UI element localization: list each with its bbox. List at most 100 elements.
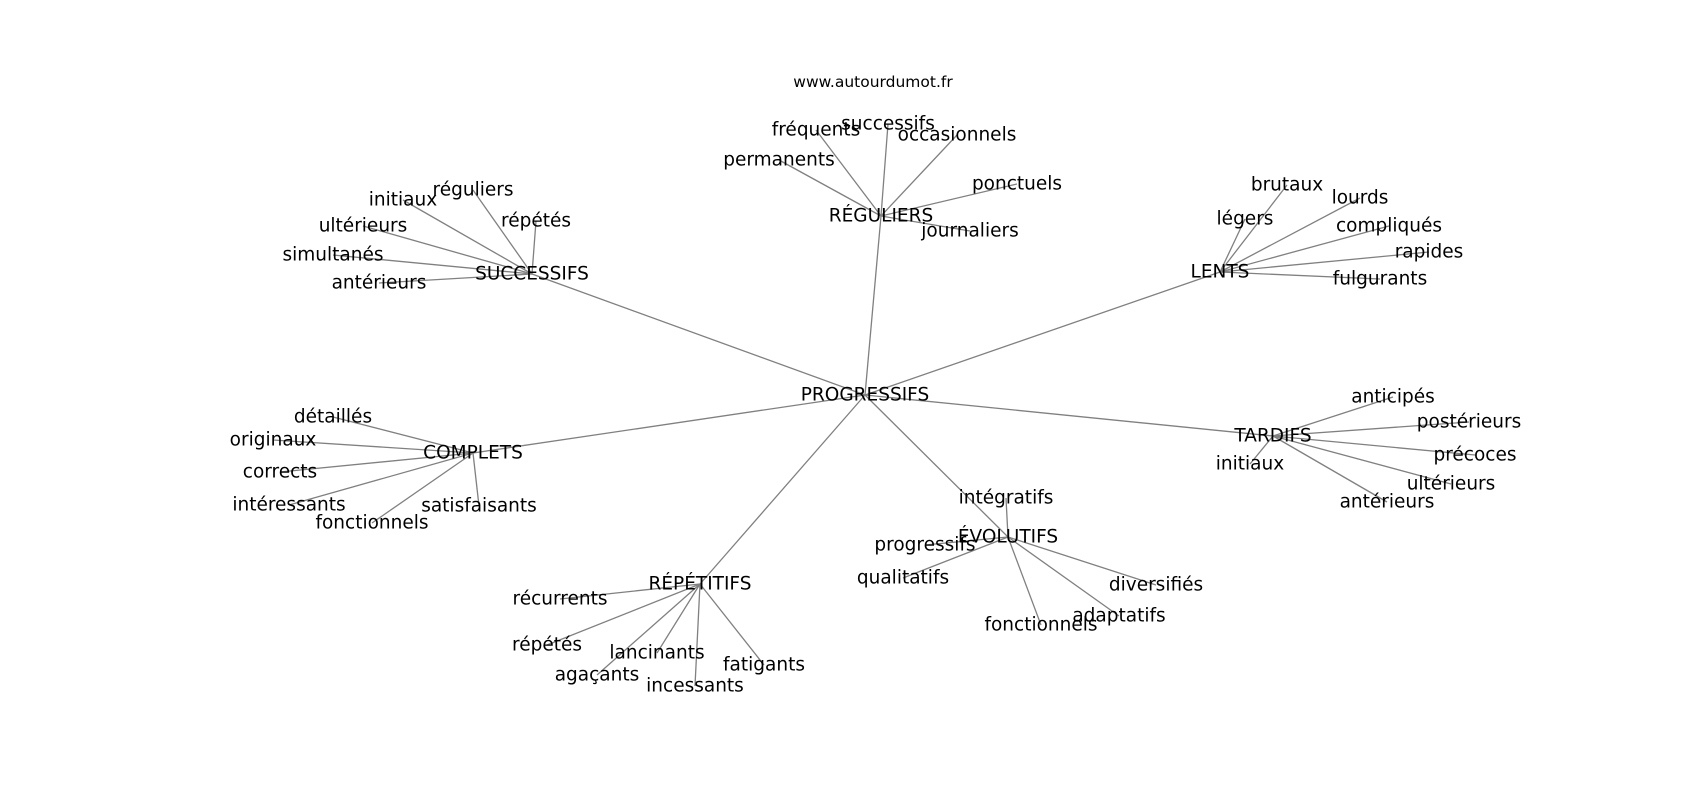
leaf-node-label: initiaux	[1216, 454, 1284, 475]
edge-hub-to-leaf	[656, 583, 701, 654]
leaf-node-label: antérieurs	[1340, 492, 1435, 513]
leaf-node-label: compliqués	[1336, 216, 1442, 237]
hub-node-label: ÉVOLUTIFS	[958, 526, 1058, 548]
edge-hub-to-leaf	[1272, 435, 1388, 503]
leaf-node-label: agaçants	[555, 665, 640, 686]
edge-center-to-hub	[864, 394, 1009, 538]
leaf-node-label: successifs	[841, 114, 935, 135]
center-node-label: PROGRESSIFS	[801, 385, 929, 406]
edge-hub-to-leaf	[1219, 184, 1288, 273]
leaf-node-label: ponctuels	[972, 174, 1062, 195]
edge-hub-to-leaf	[1007, 536, 1120, 617]
leaf-node-label: incessants	[646, 676, 744, 697]
leaf-node-label: adaptatifs	[1072, 606, 1165, 627]
leaf-node-label: fonctionnels	[984, 615, 1097, 636]
leaf-node-label: légers	[1217, 209, 1274, 230]
edge-hub-to-leaf	[1272, 435, 1476, 456]
edge-hub-to-leaf	[371, 452, 474, 524]
hub-node-label: LENTS	[1191, 262, 1250, 283]
edge-hub-to-leaf	[279, 452, 474, 473]
edge-hub-to-leaf	[1219, 251, 1430, 273]
leaf-node-label: diversifiés	[1109, 575, 1203, 596]
leaf-node-label: antérieurs	[332, 273, 427, 294]
leaf-node-label: simultanés	[282, 245, 383, 266]
edge-center-to-hub	[864, 215, 882, 396]
edge-hub-to-leaf	[531, 220, 537, 275]
edge-hub-to-leaf	[1007, 536, 1042, 626]
edge-hub-to-leaf	[924, 536, 1009, 546]
edge-hub-to-leaf	[546, 583, 701, 646]
leaf-node-label: ultérieurs	[319, 216, 408, 237]
edge-hub-to-leaf	[362, 225, 533, 275]
leaf-node-label: qualitatifs	[857, 568, 949, 589]
edge-hub-to-leaf	[902, 536, 1009, 579]
leaf-node-label: répétés	[512, 635, 582, 656]
leaf-node-label: fonctionnels	[315, 513, 428, 534]
edge-hub-to-leaf	[596, 583, 701, 676]
leaf-node-label: postérieurs	[1417, 412, 1521, 433]
leaf-node-label: satisfaisants	[421, 496, 537, 517]
leaf-node-label: récurrents	[513, 589, 608, 610]
hub-node-label: RÉGULIERS	[829, 205, 933, 227]
edge-hub-to-leaf	[880, 134, 958, 217]
leaf-node-label: corrects	[243, 462, 317, 483]
leaf-node-label: rapides	[1395, 242, 1464, 263]
edge-hub-to-leaf	[288, 452, 474, 506]
edge-center-to-hub	[472, 394, 866, 454]
edge-hub-to-leaf	[402, 199, 533, 275]
leaf-node-label: originaux	[230, 430, 317, 451]
edge-hub-to-leaf	[1272, 396, 1394, 437]
hub-node-label: RÉPÉTITIFS	[649, 573, 752, 595]
edge-hub-to-leaf	[1249, 435, 1274, 465]
graph-edges	[272, 123, 1476, 687]
leaf-node-label: détaillés	[294, 407, 372, 428]
leaf-node-label: répétés	[501, 211, 571, 232]
edge-hub-to-leaf	[378, 273, 533, 284]
edge-hub-to-leaf	[559, 583, 701, 600]
edge-hub-to-leaf	[272, 439, 474, 454]
hub-node-label: TARDIFS	[1233, 426, 1311, 447]
edge-hub-to-leaf	[1219, 225, 1390, 273]
edge-hub-to-leaf	[1007, 536, 1157, 586]
edge-center-to-hub	[699, 394, 866, 585]
source-watermark: www.autourdumot.fr	[793, 73, 953, 91]
edge-hub-to-leaf	[1219, 218, 1246, 273]
edge-hub-to-leaf	[694, 583, 701, 687]
hub-node-label: COMPLETS	[423, 443, 523, 464]
leaf-node-label: anticipés	[1351, 387, 1435, 408]
leaf-node-label: brutaux	[1251, 175, 1323, 196]
edge-hub-to-leaf	[1272, 435, 1452, 485]
leaf-node-label: permanents	[723, 150, 835, 171]
leaf-node-label: intéressants	[232, 495, 345, 516]
leaf-node-label: fréquents	[772, 120, 861, 141]
edge-center-to-hub	[864, 271, 1221, 396]
edge-hub-to-leaf	[1272, 421, 1470, 437]
leaf-node-label: occasionnels	[898, 125, 1017, 146]
edge-hub-to-leaf	[815, 129, 882, 217]
edge-center-to-hub	[531, 273, 866, 396]
leaf-node-label: fulgurants	[1333, 269, 1427, 290]
leaf-node-label: fatigants	[723, 655, 805, 676]
edge-hub-to-leaf	[880, 183, 1018, 217]
edge-hub-to-leaf	[1219, 197, 1361, 273]
leaf-node-label: progressifs	[874, 535, 975, 556]
hub-node-label: SUCCESSIFS	[475, 264, 589, 285]
edge-hub-to-leaf	[880, 123, 889, 217]
edge-hub-to-leaf	[699, 583, 765, 666]
leaf-node-label: réguliers	[433, 180, 514, 201]
graph-labels: PROGRESSIFSRÉGULIERSfréquentssuccessifso…	[230, 114, 1522, 697]
edge-hub-to-leaf	[332, 416, 474, 454]
edge-hub-to-leaf	[880, 215, 971, 232]
leaf-node-label: journaliers	[920, 221, 1018, 242]
edge-hub-to-leaf	[332, 254, 533, 275]
edge-hub-to-leaf	[472, 189, 533, 275]
edge-hub-to-leaf	[1219, 271, 1381, 280]
leaf-node-label: lourds	[1332, 188, 1389, 209]
leaf-node-label: initiaux	[369, 190, 437, 211]
edge-hub-to-leaf	[778, 159, 882, 217]
leaf-node-label: précoces	[1433, 445, 1516, 466]
edge-hub-to-leaf	[472, 452, 480, 507]
leaf-node-label: lancinants	[609, 643, 704, 664]
leaf-node-label: ultérieurs	[1407, 474, 1496, 495]
